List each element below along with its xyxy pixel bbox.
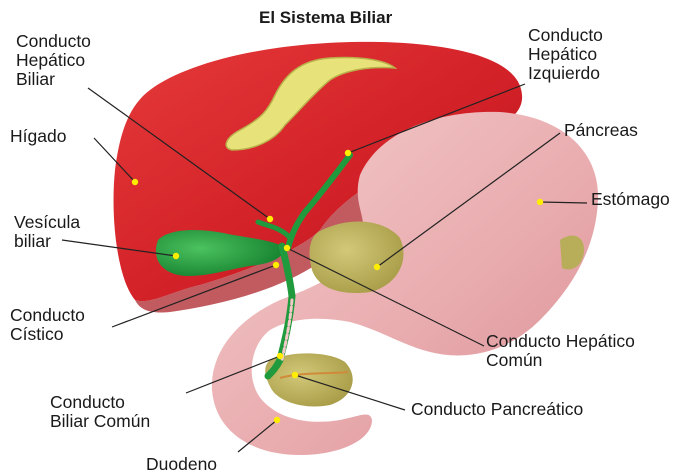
label-common-bile-duct: Conducto Biliar Común <box>50 393 150 431</box>
label-stomach: Estómago <box>591 190 670 209</box>
label-cystic-duct: Conducto Cístico <box>10 306 85 344</box>
label-left-hepatic-duct: Conducto Hepático Izquierdo <box>528 26 603 83</box>
label-pancreatic-duct: Conducto Pancreático <box>411 400 583 419</box>
diagram-title: El Sistema Biliar <box>259 8 392 28</box>
label-duodenum: Duodeno <box>146 455 217 474</box>
label-liver: Hígado <box>10 127 66 146</box>
label-common-hepatic-duct: Conducto Hepático Común <box>486 332 635 370</box>
label-pancreas: Páncreas <box>564 121 638 140</box>
label-gallbladder: Vesícula biliar <box>14 213 80 251</box>
label-hepatic-bile-duct: Conducto Hepático Biliar <box>16 32 91 89</box>
